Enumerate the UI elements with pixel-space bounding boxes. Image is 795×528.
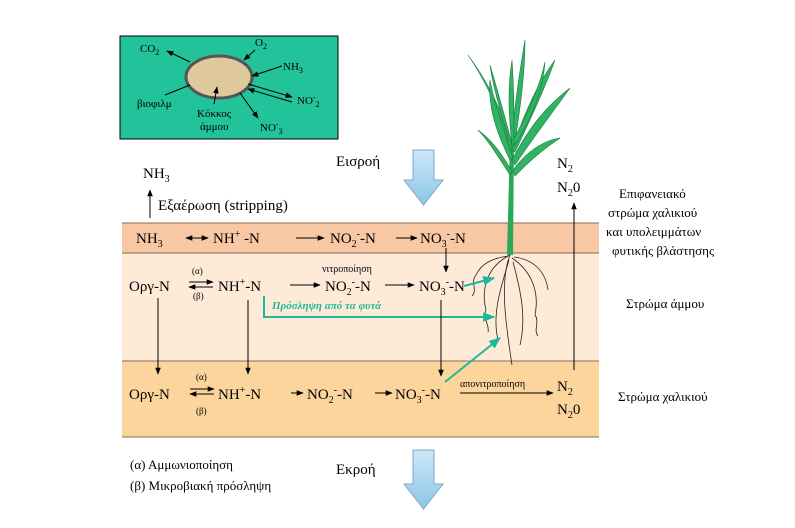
biofilm-inset: CO2 O2 NH3 NO-2 NO-3 βιοφιλμ Κόκκος άμμο… — [120, 36, 338, 139]
sand-alpha: (α) — [192, 266, 203, 276]
sand-nitrification-label: νιτροποίηση — [322, 264, 372, 275]
sand-nh4: NH+-N — [218, 277, 261, 295]
inset-grain-label-1: Κόκκος — [197, 108, 232, 120]
sand-beta: (β) — [193, 291, 204, 301]
inset-grain-label-2: άμμου — [200, 121, 229, 133]
gravel-layer-label: Στρώμα χαλικιού — [618, 389, 708, 404]
inflow-arrow — [404, 150, 443, 205]
gravel-nh4: NH+-N — [218, 385, 261, 403]
outflow-arrow — [404, 450, 443, 509]
sand-org-n: Οργ-Ν — [129, 279, 170, 295]
sand-layer-label: Στρώμα άμμου — [626, 296, 704, 311]
top-n2: N2 — [557, 156, 573, 175]
stripping-nh3: NH3 — [143, 166, 170, 185]
legend-beta: (β) Μικροβιακή πρόσληψη — [130, 478, 271, 493]
legend-alpha: (α) Αμμωνιοποίηση — [130, 457, 233, 472]
top-n2o: N20 — [557, 180, 580, 199]
gravel-alpha: (α) — [196, 372, 207, 382]
gravel-beta: (β) — [196, 406, 207, 416]
uptake-label: Πρόσληψη από τα φυτά — [271, 300, 382, 312]
gravel-layer — [122, 361, 599, 437]
sand-grain — [186, 56, 252, 98]
gravel-org-n: Οργ-Ν — [129, 387, 170, 403]
surface-layer-label: Επιφανειακό στρώμα χαλικιού και υπολειμμ… — [606, 186, 715, 258]
outflow-label: Εκροή — [336, 462, 376, 478]
inset-biofilm-label: βιοφιλμ — [137, 98, 172, 110]
denitrification-label: απονιτροποίηση — [460, 379, 525, 390]
stripping-label: Εξαέρωση (stripping) — [158, 198, 288, 214]
inflow-label: Εισροή — [336, 154, 380, 170]
